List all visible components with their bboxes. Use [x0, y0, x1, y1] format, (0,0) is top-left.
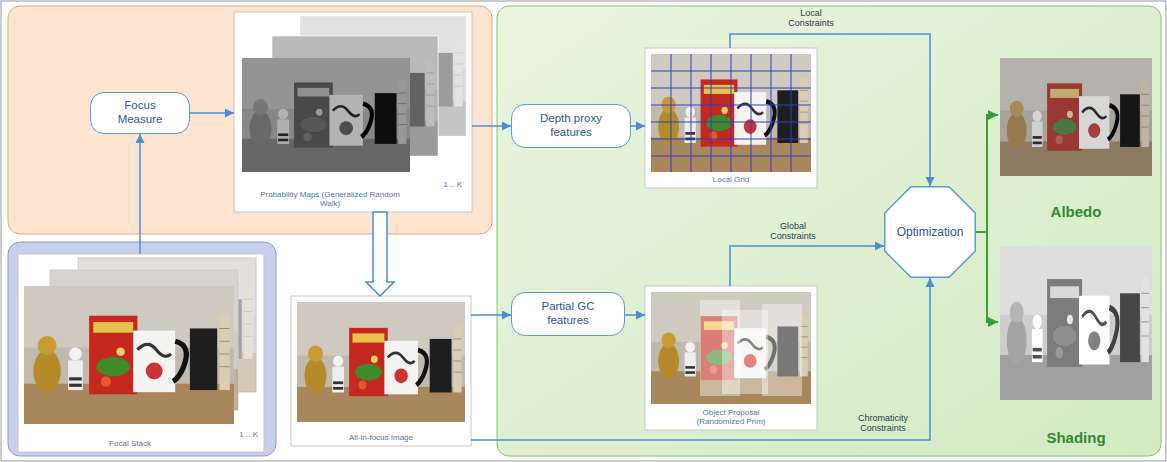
optimization-octagon: Optimization: [884, 186, 976, 278]
edge-label: Chromaticity Constraints: [850, 413, 916, 434]
focal-stack-figure: [18, 254, 264, 452]
all-in-focus-figure: [291, 296, 471, 446]
object-proposal-photo: [651, 292, 811, 404]
local-grid-photo: [651, 54, 811, 172]
connector-arrow: [471, 278, 930, 440]
box-label: Partial GC features: [520, 300, 616, 328]
proposal-overlay: [762, 304, 802, 396]
edge-label-box: Local Constraints: [780, 8, 842, 29]
connector-arrow: [190, 112, 234, 114]
orange-panel: [8, 6, 492, 234]
figure-panel: Local Grid: [645, 48, 817, 188]
object-proposal-figure: [645, 286, 817, 430]
local-grid-figure: [645, 48, 817, 188]
box-label: Focus Measure: [109, 99, 171, 127]
block-arrow: [366, 212, 394, 296]
edge-label: Local Constraints: [780, 8, 842, 29]
figure-panel: Object Proposal (Randomized Prim): [645, 286, 817, 430]
connector-arrow: [976, 232, 998, 322]
blue-panel: [8, 242, 276, 456]
box-label: Depth proxy features: [520, 112, 622, 140]
figure-frame: [18, 254, 264, 452]
connector-arrow: [139, 134, 141, 254]
figure-panel: All-in-focus Image: [291, 296, 471, 446]
process-box: Partial GC features: [511, 292, 625, 336]
proposal-overlay: [722, 310, 768, 394]
figure-panel: Probability Maps (Generalized Random Wal…: [234, 12, 472, 212]
figure-caption: Probability Maps (Generalized Random Wal…: [255, 190, 405, 209]
figure-frame: [234, 12, 472, 212]
process-box: Depth proxy features: [511, 104, 631, 148]
edge-label: Global Constraints: [762, 221, 824, 242]
octagon-shape: [885, 187, 976, 278]
connector-arrow: [471, 314, 511, 316]
figure-caption: Object Proposal (Randomized Prim): [686, 408, 776, 427]
output-figure: Shading: [998, 244, 1154, 450]
figure-caption: Local Grid: [713, 175, 749, 185]
figure-frame: [645, 286, 817, 430]
connector-arrow: [976, 115, 998, 232]
figure-panel: Focal Stack 1 .. K: [18, 254, 264, 452]
output-figure: Albedo: [998, 56, 1154, 224]
figure-frame: [645, 48, 817, 188]
edge-label-box: Global Constraints: [762, 221, 824, 242]
figure-caption: 1 .. K: [443, 180, 462, 190]
octagon-label: Optimization: [897, 225, 964, 239]
connector-arrow: [730, 246, 884, 286]
figure-frame: [291, 296, 471, 446]
figure-caption: 1 .. K: [239, 430, 258, 440]
probability-map-photo: [242, 58, 410, 172]
focal-stack-photo: [24, 286, 234, 424]
connector-arrow: [730, 34, 930, 186]
connector-arrow: [625, 314, 645, 316]
output-title: Albedo: [1051, 203, 1102, 220]
connector-arrow: [631, 125, 645, 127]
probability-maps-figure: [234, 12, 472, 212]
grid-lines: [651, 54, 811, 172]
connector-arrow: [472, 125, 511, 127]
figure-caption: All-in-focus Image: [349, 433, 413, 443]
figure-caption: Focal Stack: [109, 439, 151, 449]
output-title: Shading: [1046, 429, 1105, 446]
all-in-focus-photo: [297, 302, 465, 422]
process-box: Focus Measure: [90, 92, 190, 134]
albedo-photo: [1000, 58, 1152, 176]
green-panel: [497, 6, 1161, 456]
shading-photo: [1000, 246, 1152, 400]
edge-label-box: Chromaticity Constraints: [850, 413, 916, 434]
